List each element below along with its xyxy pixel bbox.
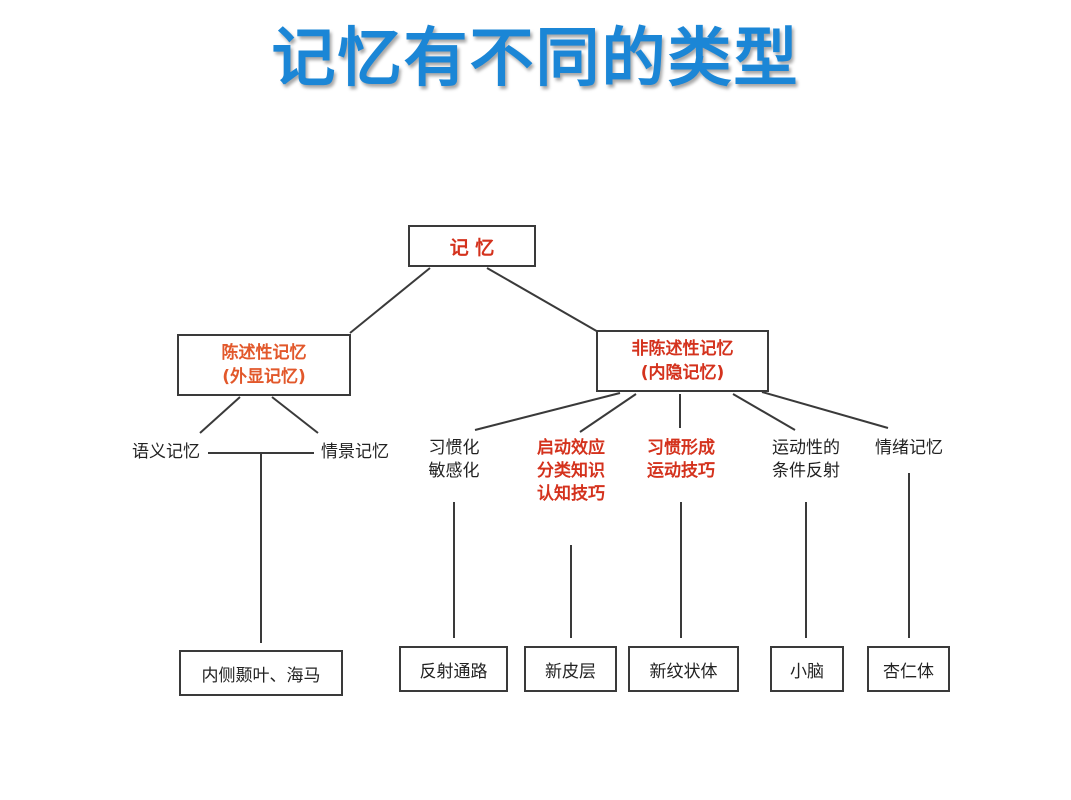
- semantic-memory-label: 语义记忆: [132, 442, 200, 462]
- mtl-label: 内侧颞叶、海马: [201, 665, 321, 686]
- line-nd-habituation: [474, 392, 621, 431]
- conditioning-line1: 运动性的: [772, 438, 840, 458]
- emotional-line1: 情绪记忆: [875, 438, 943, 458]
- habituation-line1: 习惯化: [428, 438, 480, 458]
- habit-line2: 运动技巧: [647, 461, 715, 481]
- reflex-label: 反射通路: [419, 661, 488, 682]
- neocortex-box: 新皮层: [524, 646, 617, 692]
- root-label: 记 忆: [449, 236, 495, 259]
- line-declarative-episodic: [271, 396, 319, 434]
- priming-line1: 启动效应: [537, 438, 605, 458]
- declarative-sublabel: (外显记忆): [222, 367, 306, 387]
- root-node: 记 忆: [408, 225, 536, 267]
- striatum-label: 新纹状体: [649, 661, 718, 682]
- priming-line3: 认知技巧: [537, 484, 605, 504]
- emotional-memory-label: 情绪记忆: [866, 437, 952, 460]
- line-root-declarative: [349, 267, 431, 334]
- declarative-node: 陈述性记忆 (外显记忆): [177, 334, 351, 396]
- conditioning-line2: 条件反射: [772, 461, 840, 481]
- habit-formation-label: 习惯形成 运动技巧: [636, 437, 726, 483]
- habituation-line2: 敏感化: [428, 461, 480, 481]
- episodic-memory-label: 情景记忆: [321, 442, 389, 462]
- amygdala-box: 杏仁体: [867, 646, 950, 692]
- nondeclarative-node: 非陈述性记忆 (内隐记忆): [596, 330, 769, 392]
- line-root-nondeclarative: [486, 267, 601, 334]
- nondeclarative-label: 非陈述性记忆: [631, 339, 734, 359]
- habit-line1: 习惯形成: [647, 438, 715, 458]
- conditioning-label: 运动性的 条件反射: [758, 437, 854, 483]
- cerebellum-label: 小脑: [790, 661, 824, 682]
- priming-line2: 分类知识: [537, 461, 605, 481]
- declarative-label: 陈述性记忆: [221, 343, 307, 363]
- slide-title: 记忆有不同的类型: [271, 22, 800, 96]
- line-declarative-semantic: [199, 396, 241, 434]
- line-nd-emotional: [761, 391, 889, 429]
- striatum-box: 新纹状体: [628, 646, 739, 692]
- reflex-pathway-box: 反射通路: [399, 646, 508, 692]
- cerebellum-box: 小脑: [770, 646, 844, 692]
- habituation-label: 习惯化 敏感化: [414, 437, 494, 483]
- line-nd-priming: [579, 393, 637, 433]
- nondeclarative-sublabel: (内隐记忆): [640, 363, 725, 383]
- line-nd-conditioning: [732, 393, 796, 431]
- neocortex-label: 新皮层: [545, 661, 596, 682]
- priming-label: 启动效应 分类知识 认知技巧: [526, 437, 616, 506]
- amygdala-label: 杏仁体: [883, 661, 934, 682]
- mtl-hippocampus-box: 内侧颞叶、海马: [179, 650, 343, 696]
